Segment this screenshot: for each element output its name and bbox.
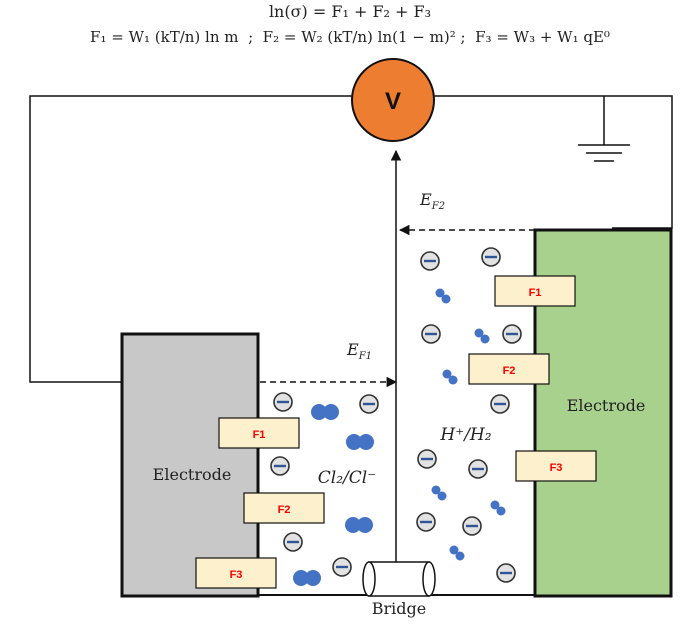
equation-line-1: ln(σ) = F₁ + F₂ + F₃ <box>268 2 432 21</box>
left-tags: F1 F2 F3 <box>195 417 325 589</box>
svg-text:F3: F3 <box>550 462 563 474</box>
equation-f1: F₁ = W₁ (kT/n) ln m <box>90 28 239 46</box>
bridge-label: Bridge <box>372 599 426 618</box>
left-tag-f2: F2 <box>243 492 325 524</box>
equation-f2: F₂ = W₂ (kT/n) ln(1 − m)² <box>262 28 456 46</box>
field-label-f2: EF2 <box>419 190 445 212</box>
equation-line-2: F₁ = W₁ (kT/n) ln m ; F₂ = W₂ (kT/n) ln(… <box>0 28 700 46</box>
svg-text:F3: F3 <box>230 569 243 581</box>
anion-icon <box>332 557 352 577</box>
svg-text:F1: F1 <box>253 429 266 441</box>
right-tags: F1 F2 F3 <box>468 275 597 482</box>
right-tag-f1: F1 <box>494 275 576 307</box>
anion-icon <box>490 394 510 414</box>
anion-icon <box>359 394 379 414</box>
left-tag-f1: F1 <box>218 417 300 449</box>
voltmeter-label: V <box>385 88 401 115</box>
svg-text:F1: F1 <box>529 287 542 299</box>
right-tag-f2: F2 <box>468 353 550 385</box>
svg-text:F2: F2 <box>503 365 516 377</box>
anion-icon <box>502 324 522 344</box>
anion-icon <box>270 456 290 476</box>
left-electrode <box>120 332 260 598</box>
equation-separator: ; <box>243 28 258 46</box>
anion-icon <box>273 392 293 412</box>
anion-icon <box>417 449 437 469</box>
right-electrode-label: Electrode <box>567 396 646 415</box>
circuit-wires <box>29 95 673 383</box>
field-label-f1: EF1 <box>346 340 372 362</box>
anion-icon <box>420 251 440 271</box>
anion-icon <box>468 459 488 479</box>
right-tag-f3: F3 <box>515 450 597 482</box>
anion-icon <box>421 324 441 344</box>
anion-icon <box>283 532 303 552</box>
bridge-tube-icon <box>362 561 436 597</box>
right-species-label: H⁺/H₂ <box>439 425 491 445</box>
anion-icon <box>496 563 516 583</box>
equation-f3: F₃ = W₃ + W₁ qE⁰ <box>475 28 610 46</box>
left-tag-f3: F3 <box>195 557 277 589</box>
left-species-label: Cl₂/Cl⁻ <box>318 468 376 488</box>
anion-icon <box>481 247 501 267</box>
anion-icon <box>416 512 436 532</box>
equation-separator: ; <box>460 28 471 46</box>
svg-text:F2: F2 <box>278 504 291 516</box>
anion-icon <box>462 516 482 536</box>
ground-icon <box>578 96 630 162</box>
left-electrode-label: Electrode <box>153 465 232 484</box>
voltmeter: V <box>351 58 435 142</box>
